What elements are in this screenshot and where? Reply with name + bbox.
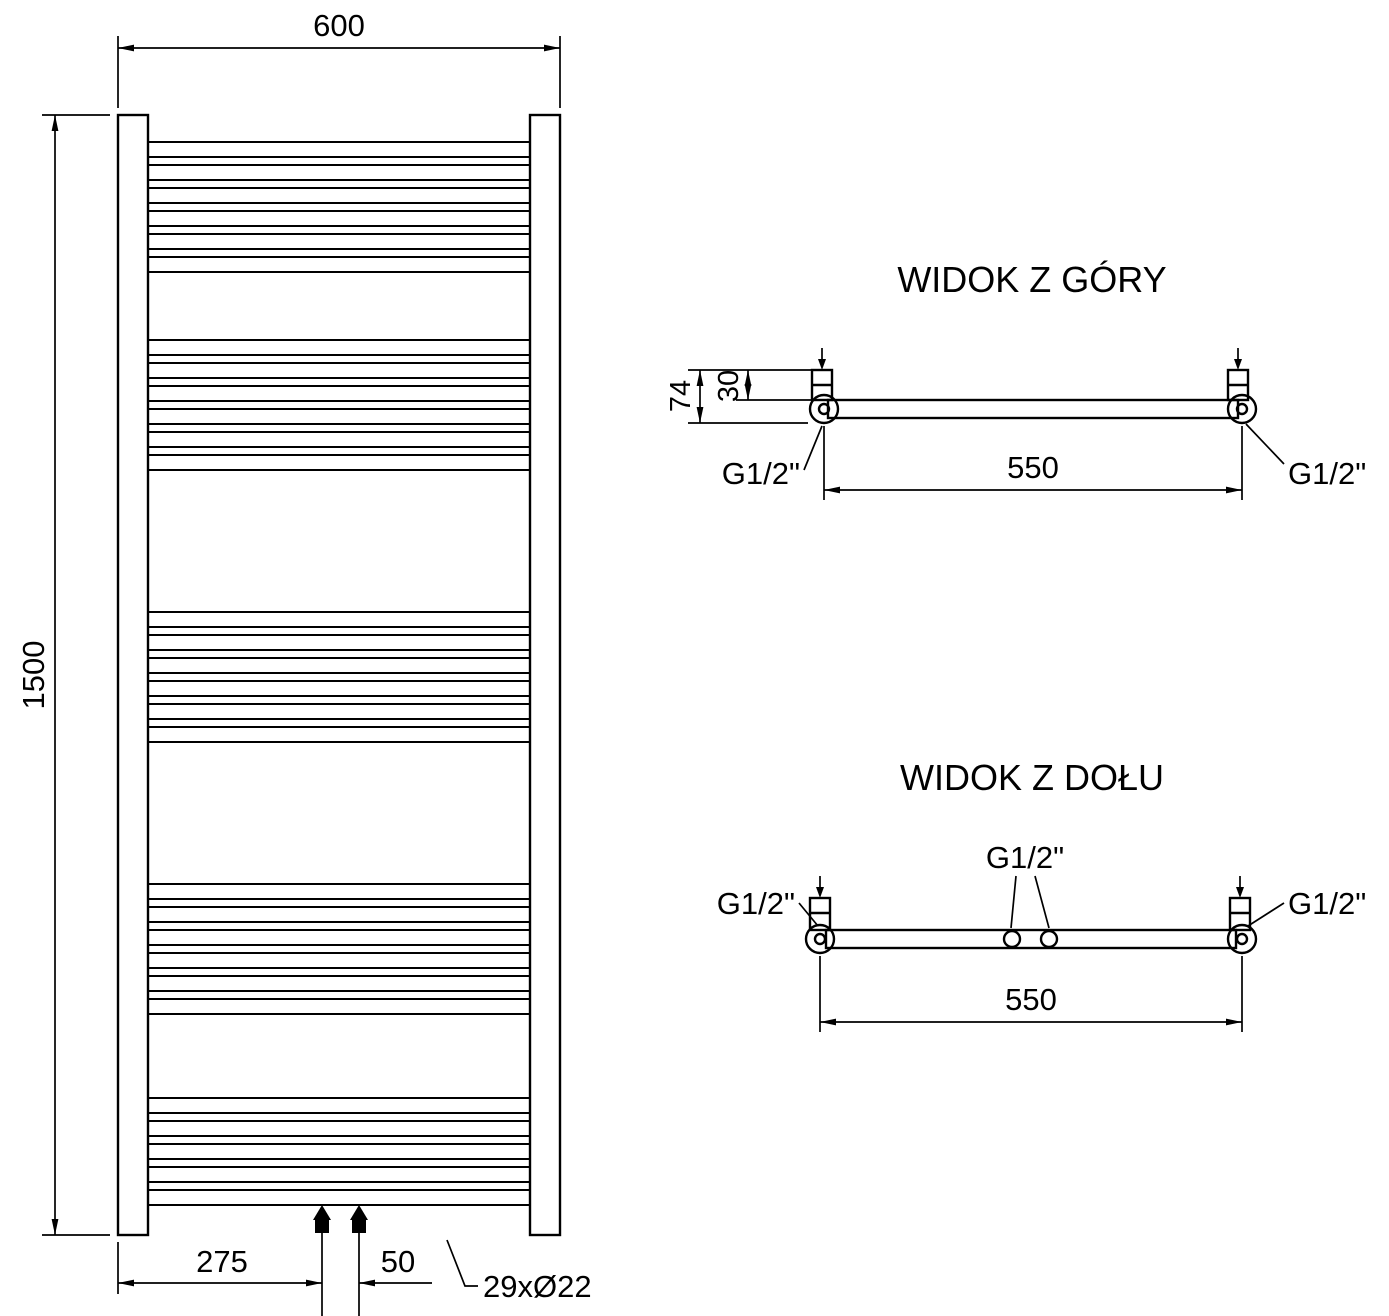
front-view: 600 1500 275 50 29xØ22 bbox=[16, 8, 592, 1316]
dim-width-600 bbox=[117, 36, 561, 108]
bottom-valve-left bbox=[313, 1205, 331, 1316]
bottom-conn-left-label: G1/2" bbox=[717, 886, 795, 921]
top-conn-right-leader bbox=[1245, 423, 1285, 465]
bracket-pointer-icons bbox=[816, 876, 1244, 898]
valve-body bbox=[352, 1220, 366, 1233]
tube-spec-leader bbox=[446, 1239, 478, 1287]
bottom-conn-center-leader-left bbox=[1010, 875, 1017, 929]
down-arrow-icon bbox=[1236, 887, 1244, 898]
dim-bottom-275 bbox=[117, 1242, 322, 1294]
dim-depth-74 bbox=[688, 369, 812, 424]
dim-span-550-top bbox=[823, 426, 1243, 500]
dim-height-label: 1500 bbox=[16, 641, 51, 710]
dim-depth-label: 74 bbox=[665, 380, 697, 412]
bottom-conn-right-leader bbox=[1247, 902, 1285, 927]
dim-bracket-30 bbox=[736, 370, 826, 401]
bracket-pointer-icons bbox=[818, 348, 1242, 370]
bottom-view: WIDOK Z DOŁU G1/2" G1/2" G1/2" bbox=[717, 757, 1366, 1032]
bottom-center-connector-right bbox=[1039, 929, 1059, 949]
top-left-connector bbox=[808, 393, 840, 425]
bottom-left-connector-hole bbox=[813, 932, 827, 946]
dim-height-1500 bbox=[42, 114, 110, 1236]
valve-cap-icon bbox=[350, 1205, 368, 1220]
left-collector-tube bbox=[116, 113, 150, 1237]
top-conn-left-label: G1/2" bbox=[722, 456, 800, 491]
valve-cap-icon bbox=[313, 1205, 331, 1220]
down-arrow-icon bbox=[816, 887, 824, 898]
dim-span-label-bottom: 550 bbox=[1005, 982, 1057, 1017]
radiator-body bbox=[116, 113, 562, 1237]
top-left-connector-hole bbox=[817, 402, 831, 416]
top-right-connector-hole bbox=[1235, 402, 1249, 416]
bottom-conn-center-label: G1/2" bbox=[986, 840, 1064, 875]
bottom-view-body bbox=[804, 896, 1258, 955]
bottom-left-connector bbox=[804, 923, 836, 955]
top-conn-left-leader bbox=[803, 425, 823, 471]
tube-spec-label: 29xØ22 bbox=[483, 1269, 592, 1304]
bottom-center-connector-left bbox=[1002, 929, 1022, 949]
dim-width-label: 600 bbox=[313, 8, 365, 43]
bottom-view-title: WIDOK Z DOŁU bbox=[900, 757, 1164, 798]
bottom-tube-bar bbox=[824, 928, 1238, 950]
down-arrow-icon bbox=[1234, 359, 1242, 370]
dim-left-offset-label: 275 bbox=[196, 1244, 248, 1279]
top-view-body bbox=[808, 368, 1258, 425]
dim-span-label-top: 550 bbox=[1007, 450, 1059, 485]
top-view-title: WIDOK Z GÓRY bbox=[897, 259, 1166, 300]
bottom-conn-right-label: G1/2" bbox=[1288, 886, 1366, 921]
dim-bracket-label: 30 bbox=[713, 370, 745, 402]
top-conn-right-label: G1/2" bbox=[1288, 456, 1366, 491]
bottom-valve-right bbox=[350, 1205, 368, 1316]
bottom-conn-center-leader-right bbox=[1034, 875, 1050, 929]
down-arrow-icon bbox=[818, 359, 826, 370]
top-right-connector bbox=[1226, 393, 1258, 425]
valve-body bbox=[315, 1220, 329, 1233]
radiator-rungs bbox=[148, 141, 530, 1206]
dim-center-gap-label: 50 bbox=[381, 1244, 415, 1279]
bottom-conn-left-leader bbox=[798, 902, 819, 927]
bottom-right-connector bbox=[1226, 923, 1258, 955]
bottom-right-connector-hole bbox=[1235, 932, 1249, 946]
dim-span-550-bottom bbox=[819, 956, 1243, 1032]
right-collector-tube bbox=[528, 113, 562, 1237]
top-tube-bar bbox=[826, 398, 1240, 420]
top-view: WIDOK Z GÓRY 74 bbox=[665, 259, 1366, 500]
